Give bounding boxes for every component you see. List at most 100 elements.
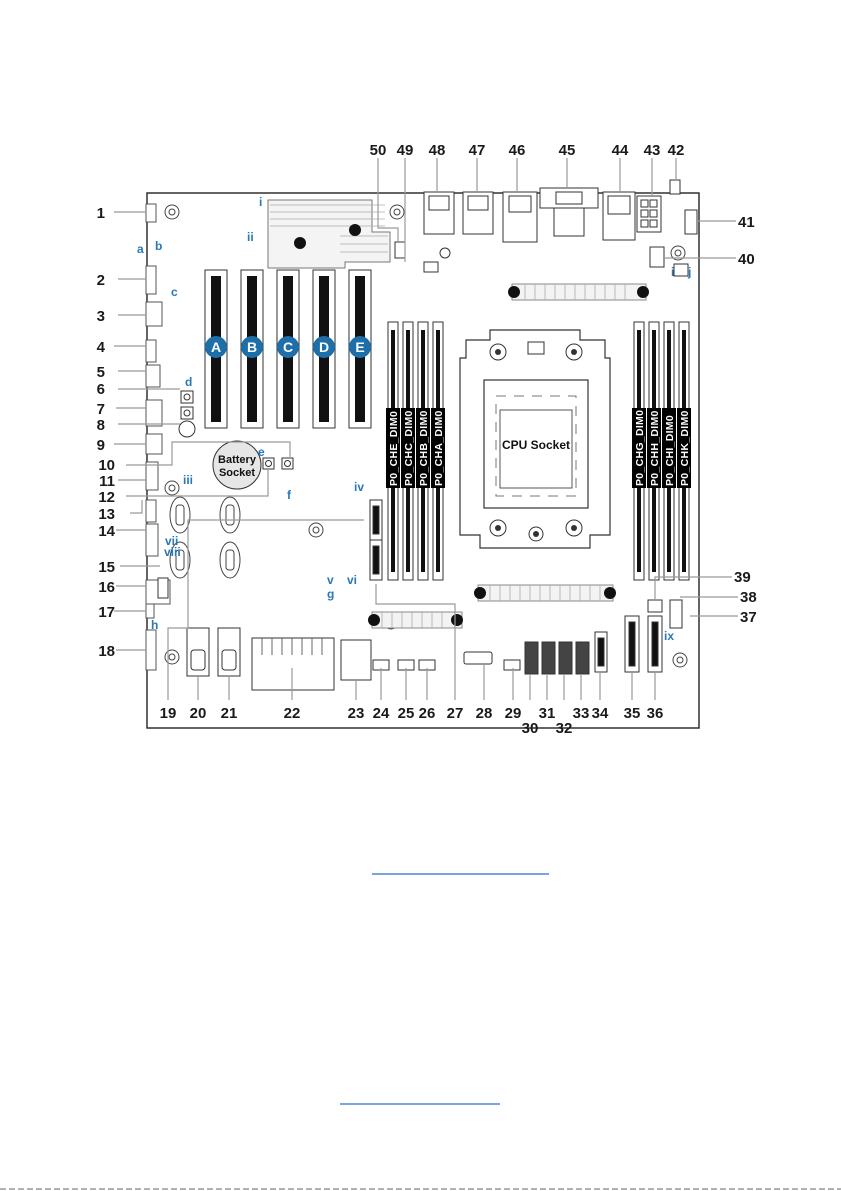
callout-1: 1	[97, 205, 105, 222]
callout-21: 21	[221, 705, 238, 722]
callout-f: f	[287, 488, 292, 502]
callout-h: h	[151, 618, 158, 632]
cpu-socket: CPU Socket	[459, 329, 611, 549]
slot-badge-a: A	[205, 336, 227, 358]
vrm-heatsink-mid	[368, 611, 463, 629]
oval-pads	[169, 496, 241, 579]
callout-9: 9	[97, 437, 105, 454]
number-callouts: 1 2 3 4 5 6 7 8 9 10 11 12 13 14 15 16 1…	[97, 142, 757, 737]
dimm-label-chk: P0_CHK_DIM0	[679, 410, 691, 486]
callout-iv: iv	[354, 480, 364, 494]
svg-text:C: C	[283, 339, 293, 355]
callout-15: 15	[98, 559, 115, 576]
slot-badge-c: C	[277, 336, 299, 358]
callout-a: a	[137, 242, 144, 256]
callout-49: 49	[397, 142, 414, 159]
callout-22: 22	[284, 705, 301, 722]
callout-43: 43	[644, 142, 661, 159]
callout-34: 34	[592, 705, 609, 722]
callout-31: 31	[539, 705, 556, 722]
dimm-labels-left: P0_CHE_DIM0 P0_CHC_DIM0 P0_CHB_DIM0 P0_C…	[386, 408, 445, 488]
callout-25: 25	[398, 705, 415, 722]
callout-45: 45	[559, 142, 576, 159]
chipset-heatsink	[267, 199, 391, 269]
callout-2: 2	[97, 272, 105, 289]
callout-vii: vii	[165, 534, 178, 548]
callout-g: g	[327, 587, 334, 601]
dimm-label-chi: P0_CHI_DIM0	[664, 415, 676, 486]
callout-16: 16	[98, 579, 115, 596]
dimm-label-chc: P0_CHC_DIM0	[403, 410, 415, 486]
small-buttons	[178, 390, 294, 470]
callout-12: 12	[98, 489, 115, 506]
slot-badges: A B C D E	[205, 336, 371, 358]
callout-50: 50	[370, 142, 387, 159]
callout-30: 30	[522, 720, 539, 737]
callout-18: 18	[98, 643, 115, 660]
callout-47: 47	[469, 142, 486, 159]
roman-callouts: i ii iii iv v vi vii viii ix	[164, 195, 674, 643]
callout-8: 8	[97, 417, 105, 434]
vrm-heatsink-bottom	[474, 584, 616, 602]
battery-label-1: Battery	[218, 454, 257, 466]
callout-48: 48	[429, 142, 446, 159]
callout-41: 41	[738, 214, 755, 231]
callout-42: 42	[668, 142, 685, 159]
callout-32: 32	[556, 720, 573, 737]
callout-3: 3	[97, 308, 105, 325]
callout-40: 40	[738, 251, 755, 268]
slot-badge-b: B	[241, 336, 263, 358]
dimm-label-cha: P0_CHA_DIM0	[433, 410, 445, 486]
callout-i-roman: i	[259, 195, 262, 209]
dimm-label-chb: P0_CHB_DIM0	[418, 410, 430, 486]
slot-badge-e: E	[349, 336, 371, 358]
callout-iii: iii	[183, 473, 193, 487]
callout-36: 36	[647, 705, 664, 722]
callout-ix: ix	[664, 629, 674, 643]
svg-text:D: D	[319, 339, 329, 355]
underline-links	[340, 873, 549, 1105]
callout-23: 23	[348, 705, 365, 722]
callout-11: 11	[99, 473, 115, 490]
callout-e: e	[258, 445, 265, 459]
callout-27: 27	[447, 705, 464, 722]
callout-5: 5	[97, 364, 105, 381]
cpu-socket-label: CPU Socket	[502, 438, 570, 452]
callout-4: 4	[97, 339, 106, 356]
callout-28: 28	[476, 705, 493, 722]
svg-text:A: A	[211, 339, 221, 355]
callout-26: 26	[419, 705, 436, 722]
leader-lines	[114, 158, 738, 700]
callout-19: 19	[160, 705, 177, 722]
svg-text:B: B	[247, 339, 257, 355]
callout-i: i	[671, 265, 674, 279]
callout-20: 20	[190, 705, 207, 722]
rear-io	[394, 179, 698, 277]
callout-17: 17	[98, 604, 115, 621]
battery-socket: Battery Socket	[212, 440, 262, 490]
dimm-label-chg: P0_CHG_DIM0	[634, 410, 646, 486]
battery-label-2: Socket	[219, 467, 255, 479]
callout-c: c	[171, 285, 178, 299]
dimm-label-che: P0_CHE_DIM0	[388, 411, 400, 486]
callout-7: 7	[97, 401, 105, 418]
callout-14: 14	[98, 523, 115, 540]
callout-b: b	[155, 239, 162, 253]
left-headers	[145, 203, 171, 671]
dimm-labels-right: P0_CHG_DIM0 P0_CHH_DIM0 P0_CHI_DIM0 P0_C…	[632, 408, 691, 488]
callout-39: 39	[734, 569, 751, 586]
callout-35: 35	[624, 705, 641, 722]
mounting-holes	[164, 204, 688, 668]
callout-v: v	[327, 573, 334, 587]
letter-callouts: a b c d e f g h i j	[137, 239, 691, 632]
callout-38: 38	[740, 589, 757, 606]
callout-6: 6	[97, 381, 105, 398]
callout-37: 37	[740, 609, 757, 626]
callout-24: 24	[373, 705, 390, 722]
dimm-label-chh: P0_CHH_DIM0	[649, 410, 661, 486]
callout-d: d	[185, 375, 192, 389]
svg-text:E: E	[355, 339, 364, 355]
callout-13: 13	[98, 506, 115, 523]
callout-ii: ii	[247, 230, 254, 244]
